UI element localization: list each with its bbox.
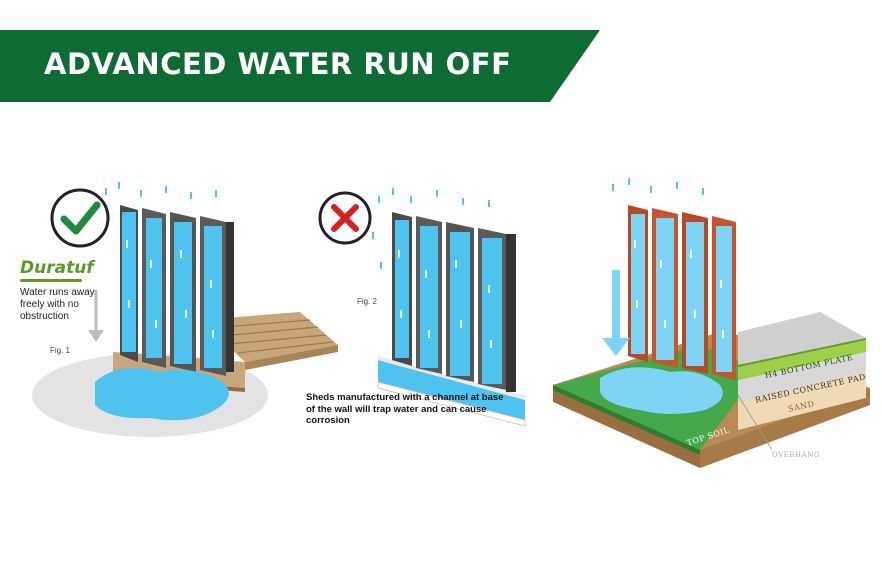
water-splash-1	[95, 367, 229, 421]
panel-2-illustration	[318, 188, 526, 427]
panel-1-description: Water runs away freely with no obstructi…	[20, 287, 95, 322]
title-banner	[0, 30, 600, 102]
panel-2-description: Sheds manufactured with a channel at bas…	[306, 392, 504, 426]
overhang-pointer	[737, 394, 773, 451]
timber-deck	[200, 312, 338, 370]
checkmark-icon	[50, 188, 110, 248]
figure-1-label: Fig. 1	[50, 346, 71, 355]
figure-2-label: Fig. 2	[357, 297, 378, 306]
label-overhang: OVERHANG	[772, 451, 820, 459]
arrow-down-icon	[88, 290, 104, 342]
brand-logo: Duratuf	[20, 258, 94, 278]
arrow-down-icon	[602, 270, 630, 356]
panel-1-illustration	[32, 182, 338, 437]
banner-shape	[0, 30, 600, 102]
cross-icon	[318, 191, 372, 245]
brand-underline	[20, 279, 82, 282]
wall-panels-2	[392, 212, 516, 392]
wall-panels-1	[120, 205, 234, 376]
panel-3-illustration	[553, 178, 870, 468]
foundation-layers	[738, 312, 866, 430]
page-title: ADVANCED WATER RUN OFF	[44, 47, 512, 81]
wall-panels-3	[628, 205, 736, 380]
water-splash-3	[600, 367, 723, 414]
